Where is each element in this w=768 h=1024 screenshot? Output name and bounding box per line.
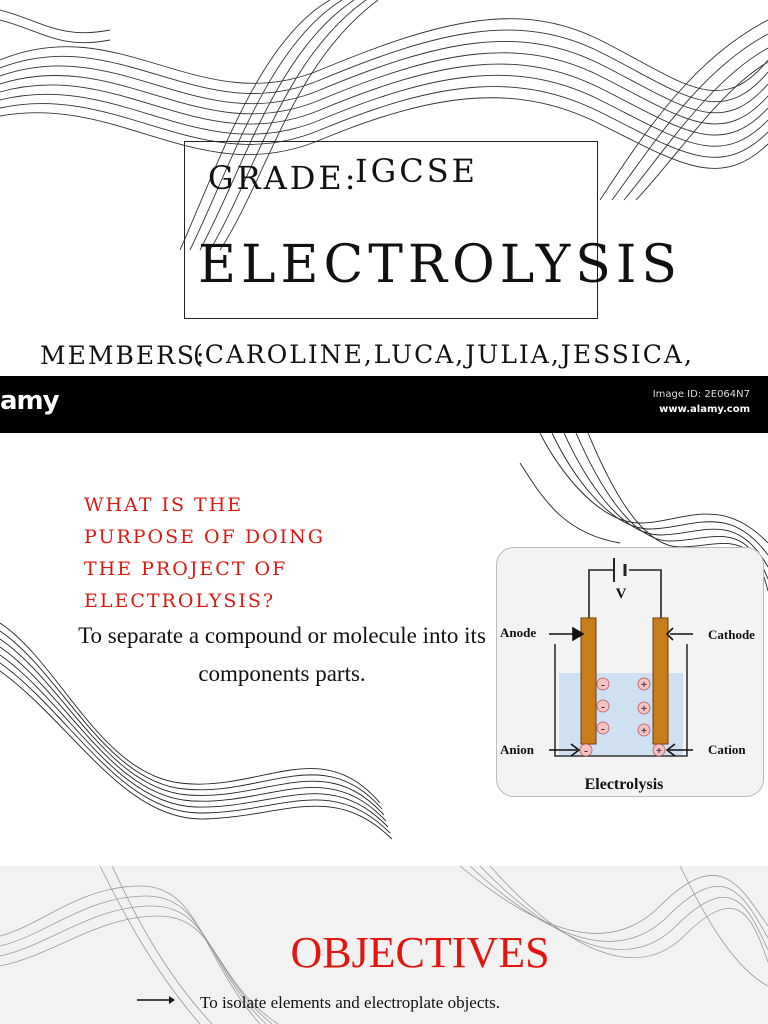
cathode-electrode (652, 617, 669, 745)
diagram-caption: Electrolysis (585, 776, 664, 793)
watermark-logo: amy (0, 386, 60, 416)
objectives-title: OBJECTIVES (290, 928, 550, 977)
objectives-slide: OBJECTIVES To isolate elements and elect… (0, 866, 768, 1024)
anion-ion (596, 721, 610, 735)
purpose-question: WHAT IS THE PURPOSE OF DOING THE PROJECT… (84, 494, 325, 612)
cation-sign: + (641, 679, 647, 691)
wave-lines-decoration (0, 0, 768, 251)
electrolysis-diagram: V - - - - + + + (496, 547, 764, 797)
topic-title: ELECTROLYSIS (198, 235, 683, 295)
arrowhead-icon (665, 627, 674, 641)
cation-ion (637, 723, 651, 737)
watermark-url: www.alamy.com (659, 404, 750, 415)
cation-sign: + (641, 725, 647, 737)
bullet-arrow-icon (137, 996, 175, 1004)
cathode-label: Cathode (708, 627, 755, 642)
anion-label: Anion (500, 742, 535, 757)
anion-sign: - (584, 745, 588, 757)
title-frame (184, 141, 598, 319)
wave-lines-decoration (0, 866, 768, 1024)
anode-label: Anode (500, 625, 536, 640)
arrowhead-icon (572, 626, 585, 642)
arrowhead-icon (570, 743, 581, 757)
anion-ion (596, 699, 610, 713)
members-label: MEMBERS: (40, 341, 207, 370)
title-slide: GRADE: IGCSE ELECTROLYSIS MEMBERS: (CARO… (0, 0, 768, 376)
beaker (554, 644, 688, 757)
cation-label: Cation (708, 742, 746, 757)
objective-item: To isolate elements and electroplate obj… (200, 993, 500, 1012)
cation-sign: + (656, 745, 662, 757)
anode-electrode (580, 617, 597, 745)
watermark-bar: amy Image ID: 2E064N7 www.alamy.com (0, 376, 768, 433)
arrowhead-icon (665, 743, 676, 757)
wave-lines-decoration (0, 433, 768, 840)
circuit-wire (588, 569, 662, 618)
purpose-slide: WHAT IS THE PURPOSE OF DOING THE PROJECT… (0, 433, 768, 866)
anion-sign: - (601, 679, 605, 691)
anion-ion (596, 677, 610, 691)
grade-label: GRADE: (208, 159, 359, 197)
anion-sign: - (601, 701, 605, 713)
purpose-answer: To separate a compound or molecule into … (78, 623, 486, 686)
members-list: (CAROLINE,LUCA,JULIA,JESSICA, STEVE) (193, 340, 694, 369)
cation-ion (652, 743, 666, 757)
battery-icon (613, 558, 627, 582)
watermark-image-id: Image ID: 2E064N7 (652, 389, 750, 400)
anion-sign: - (601, 723, 605, 735)
cation-ion (637, 677, 651, 691)
voltage-label: V (616, 586, 627, 602)
cation-ion (637, 701, 651, 715)
grade-value: IGCSE (355, 152, 478, 190)
cation-sign: + (641, 703, 647, 715)
